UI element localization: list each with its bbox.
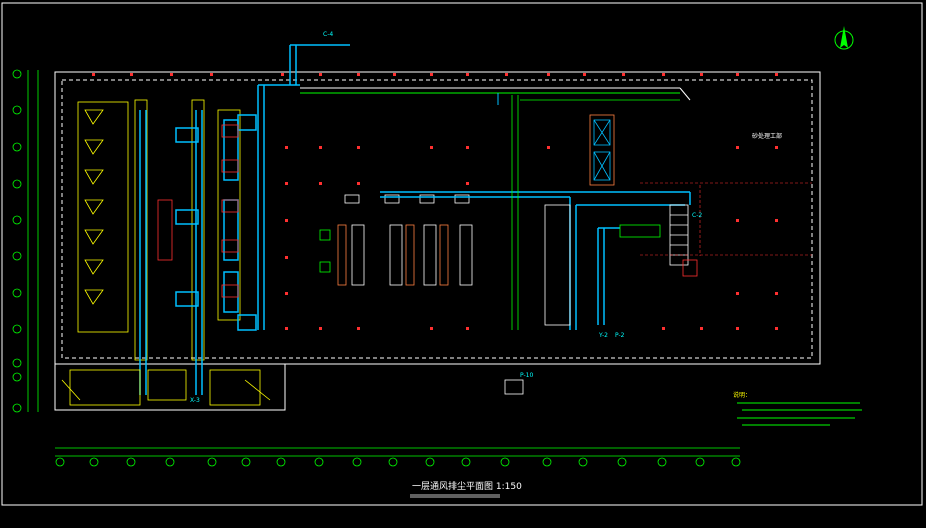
dust-collectors-right [504, 114, 698, 395]
notes-text-lines [737, 402, 862, 426]
equipment-tag-x3: X-3 [190, 397, 200, 404]
red-dashed-lines [640, 182, 812, 256]
row-axis-bubbles [12, 69, 39, 413]
basement-strip [61, 369, 271, 406]
notes-heading: 说明： [733, 392, 752, 399]
equipment-tag-p2: P-2 [615, 332, 625, 339]
sheet-border [1, 2, 923, 506]
equipment-tag-c2: C-2 [692, 212, 703, 219]
north-arrow-icon [834, 26, 854, 50]
column-markers [92, 73, 778, 330]
dust-collectors-left [157, 124, 239, 298]
building-walls [54, 71, 821, 411]
column-axis-bubbles [55, 447, 741, 467]
drawing-title: 一层通风排尘平面图 1:150 [412, 482, 522, 492]
equipment-tag-y2: Y-2 [599, 332, 608, 339]
equipment-tag-p10: P-10 [520, 372, 534, 379]
cooling-line-equipment [77, 99, 241, 361]
equipment-tag-c4: C-4 [323, 31, 334, 38]
duct-top-main [300, 87, 691, 105]
duct-middle-main [380, 191, 691, 330]
duct-left-risers [139, 44, 350, 395]
casting-machines [319, 194, 473, 286]
top-duct-lines [511, 95, 680, 330]
title-underline [410, 494, 500, 498]
workshop-label: 砂处理工部 [752, 133, 783, 140]
